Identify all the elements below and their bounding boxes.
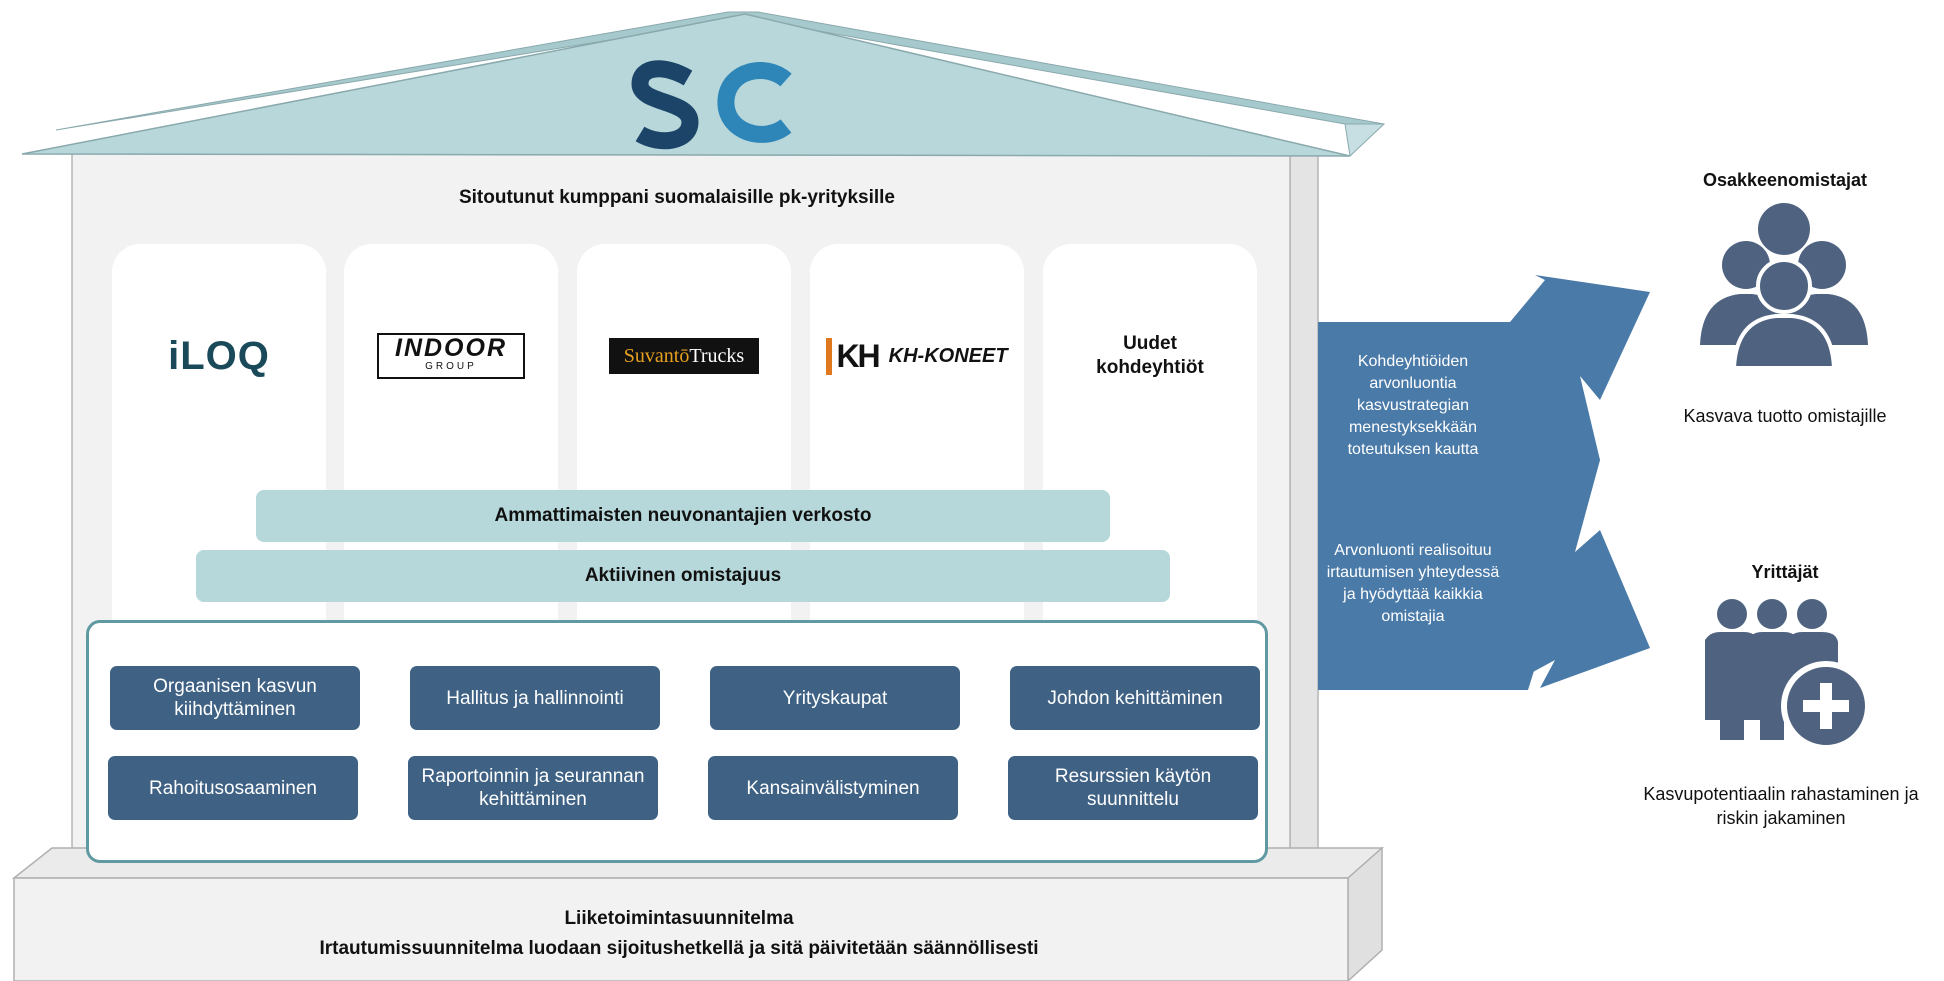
service-box: Orgaanisen kasvun kiihdyttäminen [110, 666, 360, 730]
house-wall-right [1289, 151, 1319, 877]
kh-koneet-logo: KH KH-KONEET [810, 316, 1024, 396]
roof-edge [1344, 123, 1386, 158]
service-box: Kansainvälistyminen [708, 756, 958, 820]
service-box: Johdon kehittäminen [1010, 666, 1260, 730]
house-subtitle: Sitoutunut kumppani suomalaisille pk-yri… [458, 187, 896, 208]
shareholders-text: Kasvava tuotto omistajille [1683, 406, 1887, 426]
business-plan-text: Liiketoimintasuunnitelma [564, 908, 794, 929]
shareholders-title: Osakkeenomistajat [1702, 170, 1868, 190]
service-box: Resurssien käytön suunnittelu [1008, 756, 1258, 820]
value-arrow-head-up [1450, 275, 1650, 460]
service-box: Hallitus ja hallinnointi [410, 666, 660, 730]
arrow-text-exit: Arvonluonti realisoituu irtautumisen yht… [1326, 542, 1500, 625]
services-panel [86, 620, 1268, 863]
roof [21, 13, 1351, 157]
foundation [13, 877, 1349, 981]
value-arrow-head-down [1450, 460, 1650, 690]
indoor-group-logo: INDOOR GROUP [344, 316, 558, 396]
new-portfolio-companies: Uudet kohdeyhtiöt [1096, 333, 1204, 378]
entrepreneurs-title: Yrittäjät [1751, 562, 1819, 582]
entrepreneurs-text: Kasvupotentiaalin rahastaminen ja riskin… [1643, 784, 1919, 828]
service-box: Raportoinnin ja seurannan kehittäminen [408, 756, 658, 820]
advisor-network-band: Ammattimaisten neuvonantajien verkosto [256, 490, 1110, 542]
arrow-text-value-creation: Kohdeyhtiöiden arvonluontia kasvustrateg… [1347, 353, 1479, 458]
active-ownership-band: Aktiivinen omistajuus [196, 550, 1170, 602]
people-group-icon [1700, 203, 1868, 370]
iloq-logo: iLOQ [168, 333, 270, 378]
people-plus-icon [1705, 599, 1871, 751]
service-box: Yrityskaupat [710, 666, 960, 730]
sc-logo-icon [631, 60, 792, 150]
service-box: Rahoitusosaaminen [108, 756, 358, 820]
exit-plan-text: Irtautumissuunnitelma luodaan sijoitushe… [319, 938, 1039, 959]
